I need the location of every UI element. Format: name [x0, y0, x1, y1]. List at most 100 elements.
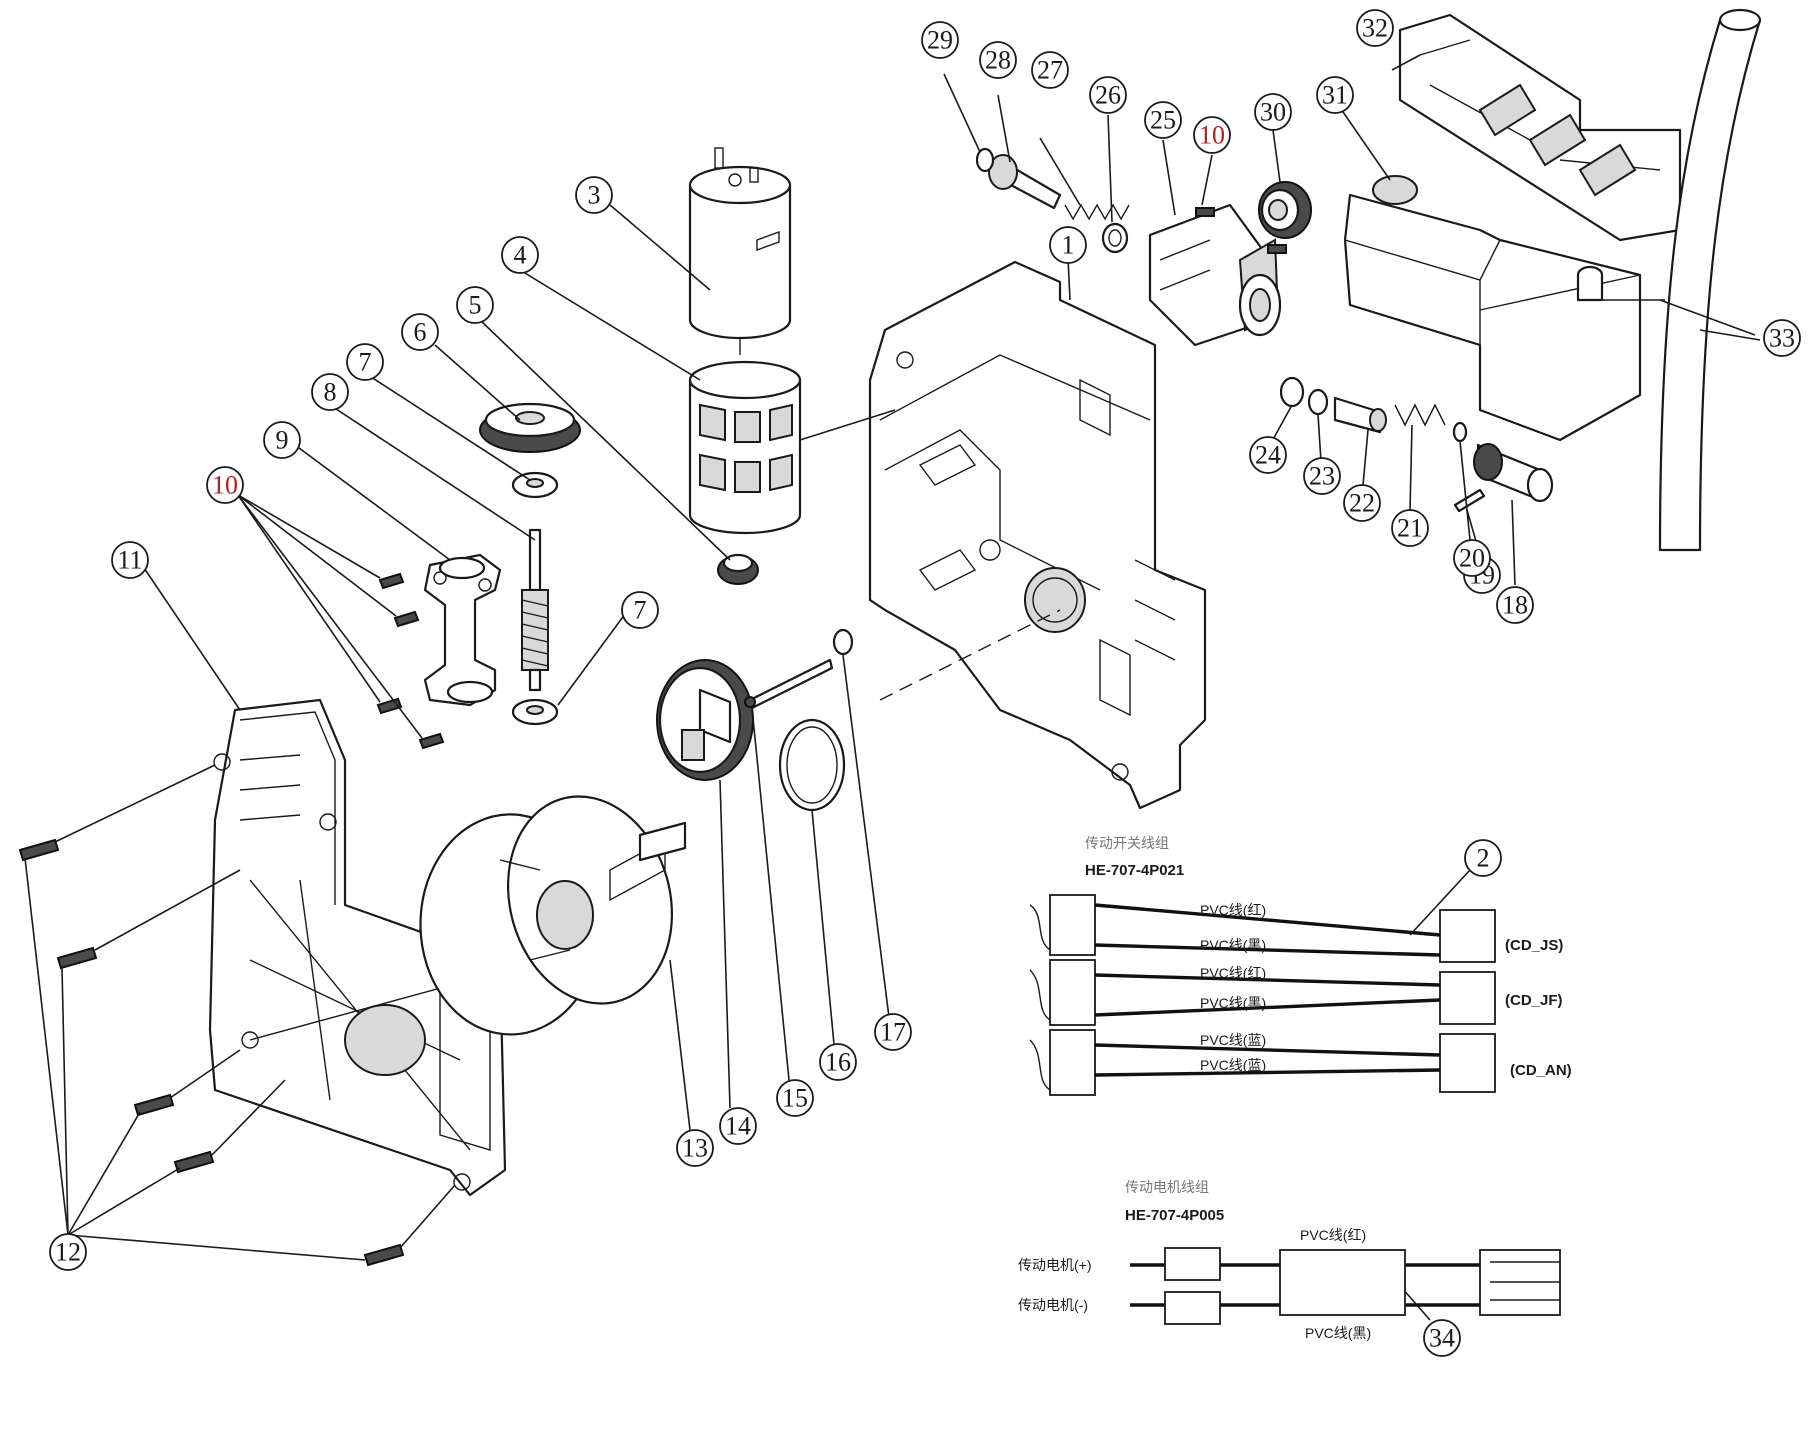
callout-22: 22 — [1343, 484, 1381, 522]
svg-text:15: 15 — [782, 1084, 808, 1113]
callout-7-lower: 7 — [621, 591, 659, 629]
part-21-spring — [1394, 403, 1446, 427]
motor-cage — [688, 360, 896, 535]
callout-26: 26 — [1089, 76, 1127, 114]
svg-text:24: 24 — [1255, 441, 1281, 470]
callout-23: 23 — [1303, 457, 1341, 495]
motor — [688, 147, 792, 355]
pin — [744, 658, 834, 1091]
svg-text:2: 2 — [1477, 844, 1490, 873]
tube — [1602, 8, 1762, 552]
screws-pump — [1195, 154, 1287, 254]
motor-wire-top-label: PVC线(红) — [1300, 1227, 1366, 1243]
svg-text:11: 11 — [117, 546, 142, 575]
svg-text:9: 9 — [276, 426, 289, 455]
callout-leaders — [139, 54, 1756, 1321]
callout-10-bracket-screws: 10 — [206, 466, 244, 504]
callout-18: 18 — [1496, 586, 1534, 624]
connector-cd-jf: (CD_JF) — [1505, 992, 1563, 1009]
callout-10-pump-screws: 10 — [1193, 116, 1231, 154]
callout-2: 2 — [1464, 839, 1502, 877]
callout-29: 29 — [921, 21, 959, 59]
svg-text:25: 25 — [1150, 106, 1176, 135]
part-19 — [1453, 488, 1486, 513]
svg-text:1: 1 — [1062, 231, 1075, 260]
callout-27: 27 — [1031, 51, 1069, 89]
back-cover — [208, 698, 507, 1197]
switch-harness-part-no: HE-707-4P021 — [1085, 862, 1184, 879]
wire-label-3: PVC线(红) — [1200, 965, 1266, 981]
callout-34: 34 — [1423, 1319, 1461, 1357]
drive-gear — [479, 402, 581, 453]
svg-text:17: 17 — [880, 1018, 906, 1047]
svg-text:4: 4 — [514, 241, 527, 270]
svg-text:27: 27 — [1037, 56, 1063, 85]
wire-label-5: PVC线(蓝) — [1200, 1032, 1266, 1048]
svg-text:16: 16 — [825, 1048, 851, 1077]
svg-text:8: 8 — [324, 378, 337, 407]
callout-24: 24 — [1249, 436, 1287, 474]
callout-8: 8 — [311, 373, 349, 411]
fitting-30 — [1258, 181, 1312, 239]
screws-bracket — [237, 494, 445, 750]
callout-9: 9 — [263, 421, 301, 459]
svg-text:12: 12 — [55, 1238, 81, 1267]
tank-frame — [1398, 13, 1682, 242]
washer-upper — [511, 471, 559, 499]
wire-label-1: PVC线(红) — [1200, 902, 1266, 918]
part-29-oring — [975, 147, 995, 173]
svg-text:29: 29 — [927, 26, 953, 55]
small-gear — [717, 553, 759, 585]
callout-4: 4 — [501, 236, 539, 274]
callout-3: 3 — [575, 176, 613, 214]
motor-harness-title: 传动电机线组 — [1125, 1179, 1209, 1195]
part-27-spring — [1064, 203, 1130, 221]
svg-text:14: 14 — [725, 1112, 751, 1141]
svg-text:22: 22 — [1349, 489, 1375, 518]
svg-text:34: 34 — [1429, 1324, 1455, 1353]
callout-32: 32 — [1356, 9, 1394, 47]
part-20 — [1452, 421, 1468, 443]
part-23 — [1307, 388, 1329, 416]
part-18 — [1473, 443, 1554, 503]
wire-label-4: PVC线(黑) — [1200, 995, 1266, 1011]
connector-cd-js: (CD_JS) — [1505, 937, 1563, 954]
callout-28: 28 — [979, 41, 1017, 79]
svg-text:20: 20 — [1459, 544, 1485, 573]
svg-text:30: 30 — [1260, 98, 1286, 127]
switch-harness-title: 传动开关线组 — [1085, 835, 1169, 851]
svg-text:3: 3 — [588, 181, 601, 210]
callout-6: 6 — [401, 313, 439, 351]
worm-shaft — [521, 528, 549, 692]
washer-lower — [511, 698, 559, 726]
svg-text:31: 31 — [1322, 81, 1348, 110]
part-28 — [988, 154, 1062, 210]
callout-14: 14 — [719, 1107, 757, 1145]
svg-text:5: 5 — [469, 291, 482, 320]
wire-label-2: PVC线(黑) — [1200, 937, 1266, 953]
svg-text:6: 6 — [414, 318, 427, 347]
callout-5: 5 — [456, 286, 494, 324]
callout-1: 1 — [1049, 226, 1087, 264]
svg-text:28: 28 — [985, 46, 1011, 75]
callout-25: 25 — [1144, 101, 1182, 139]
svg-text:26: 26 — [1095, 81, 1121, 110]
callout-33: 33 — [1763, 319, 1801, 357]
svg-text:33: 33 — [1769, 324, 1795, 353]
callout-11: 11 — [111, 541, 149, 579]
callout-15: 15 — [776, 1079, 814, 1117]
callout-13: 13 — [676, 1129, 714, 1167]
svg-text:7: 7 — [359, 348, 372, 377]
motor-harness-part-no: HE-707-4P005 — [1125, 1207, 1224, 1224]
main-housing — [868, 260, 1207, 810]
svg-text:10: 10 — [1199, 121, 1225, 150]
screws-cover — [18, 764, 456, 1267]
motor-wire-bottom-label: PVC线(黑) — [1305, 1325, 1371, 1341]
wire-label-6: PVC线(蓝) — [1200, 1057, 1266, 1073]
motor-terminal-minus: 传动电机(-) — [1018, 1297, 1088, 1313]
svg-text:7: 7 — [634, 596, 647, 625]
callout-30: 30 — [1254, 93, 1292, 131]
callout-16: 16 — [819, 1043, 857, 1081]
svg-text:10: 10 — [212, 471, 238, 500]
